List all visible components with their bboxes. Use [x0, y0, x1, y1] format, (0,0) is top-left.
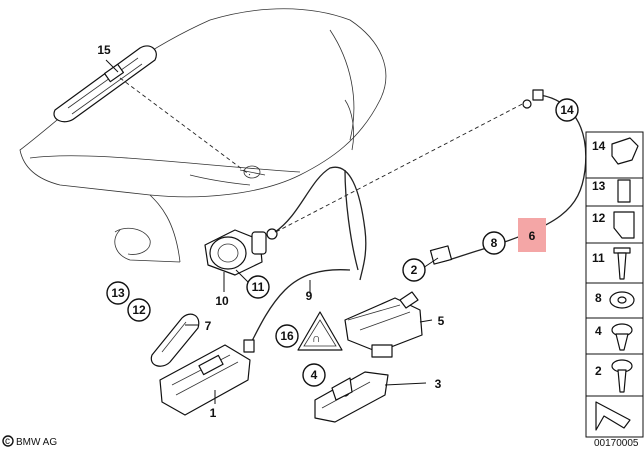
- nut-4-icon: [611, 323, 633, 351]
- callout-1: 1: [210, 406, 217, 420]
- svg-text:11: 11: [252, 280, 265, 294]
- callout-11-circle: 11: [246, 275, 270, 299]
- callout-3: 3: [435, 377, 442, 391]
- part-5-lock: [344, 291, 423, 358]
- callout-7: 7: [205, 319, 212, 333]
- callout-8-circle: 8: [482, 231, 506, 255]
- svg-text:12: 12: [132, 303, 146, 317]
- side-item-12: 12: [592, 211, 606, 225]
- footer: c BMW AG 00170005: [2, 435, 639, 449]
- part-1-handle-base: [159, 344, 251, 416]
- callout-13-circle: 13: [106, 281, 130, 305]
- side-item-13: 13: [592, 179, 606, 193]
- cable-9: [344, 169, 359, 271]
- copyright-icon: [2, 435, 14, 447]
- clip-13-icon: [617, 179, 631, 203]
- callout-12-circle: 12: [127, 298, 151, 322]
- svg-text:8: 8: [491, 236, 498, 250]
- callout-14-circle: 14: [555, 98, 579, 122]
- side-item-11: 11: [592, 251, 605, 265]
- part-3-bracket: [314, 371, 389, 423]
- side-item-2: 2: [595, 364, 602, 378]
- svg-text:c: c: [5, 436, 10, 447]
- callout-5: 5: [438, 314, 445, 328]
- part-7-handle-cover: [150, 313, 200, 367]
- screw-2-icon: [611, 359, 633, 393]
- callout-16-circle: 16: [275, 324, 299, 348]
- callout-10: 10: [215, 294, 229, 308]
- part-16-warning-triangle: ∩: [297, 311, 343, 351]
- cable-to-actuator: [274, 166, 367, 281]
- svg-text:4: 4: [311, 368, 318, 382]
- cable-9-end: [243, 339, 255, 353]
- svg-text:13: 13: [111, 286, 125, 300]
- clip-12-icon: [613, 211, 635, 239]
- brand-label: BMW AG: [16, 437, 57, 448]
- svg-text:14: 14: [560, 103, 574, 117]
- clip-14-icon: [611, 137, 639, 165]
- dashed-guide-15: [119, 77, 251, 176]
- callout-6-highlight: 6: [518, 218, 546, 252]
- svg-text:2: 2: [411, 263, 418, 277]
- side-item-8: 8: [595, 291, 602, 305]
- cable-9-lower: [249, 269, 351, 346]
- svg-text:6: 6: [529, 229, 536, 243]
- side-panel: 14 13 12 11 8 4 2: [585, 131, 644, 438]
- part-10-actuator: [204, 228, 278, 276]
- side-item-4: 4: [595, 324, 602, 338]
- callout-9: 9: [306, 289, 313, 303]
- part-15-handle-grip: [53, 45, 157, 123]
- diagram-number: 00170005: [594, 438, 639, 449]
- side-item-14: 14: [592, 139, 606, 153]
- washer-8-icon: [609, 291, 635, 309]
- callout-15: 15: [97, 43, 111, 57]
- callout-4-circle: 4: [302, 363, 326, 387]
- callout-2-circle: 2: [402, 258, 426, 282]
- trunk-lid-outline: [19, 8, 387, 263]
- svg-text:16: 16: [280, 329, 294, 343]
- svg-text:∩: ∩: [312, 331, 321, 345]
- screw-11-icon: [613, 247, 631, 280]
- direction-arrow-icon: [595, 401, 631, 431]
